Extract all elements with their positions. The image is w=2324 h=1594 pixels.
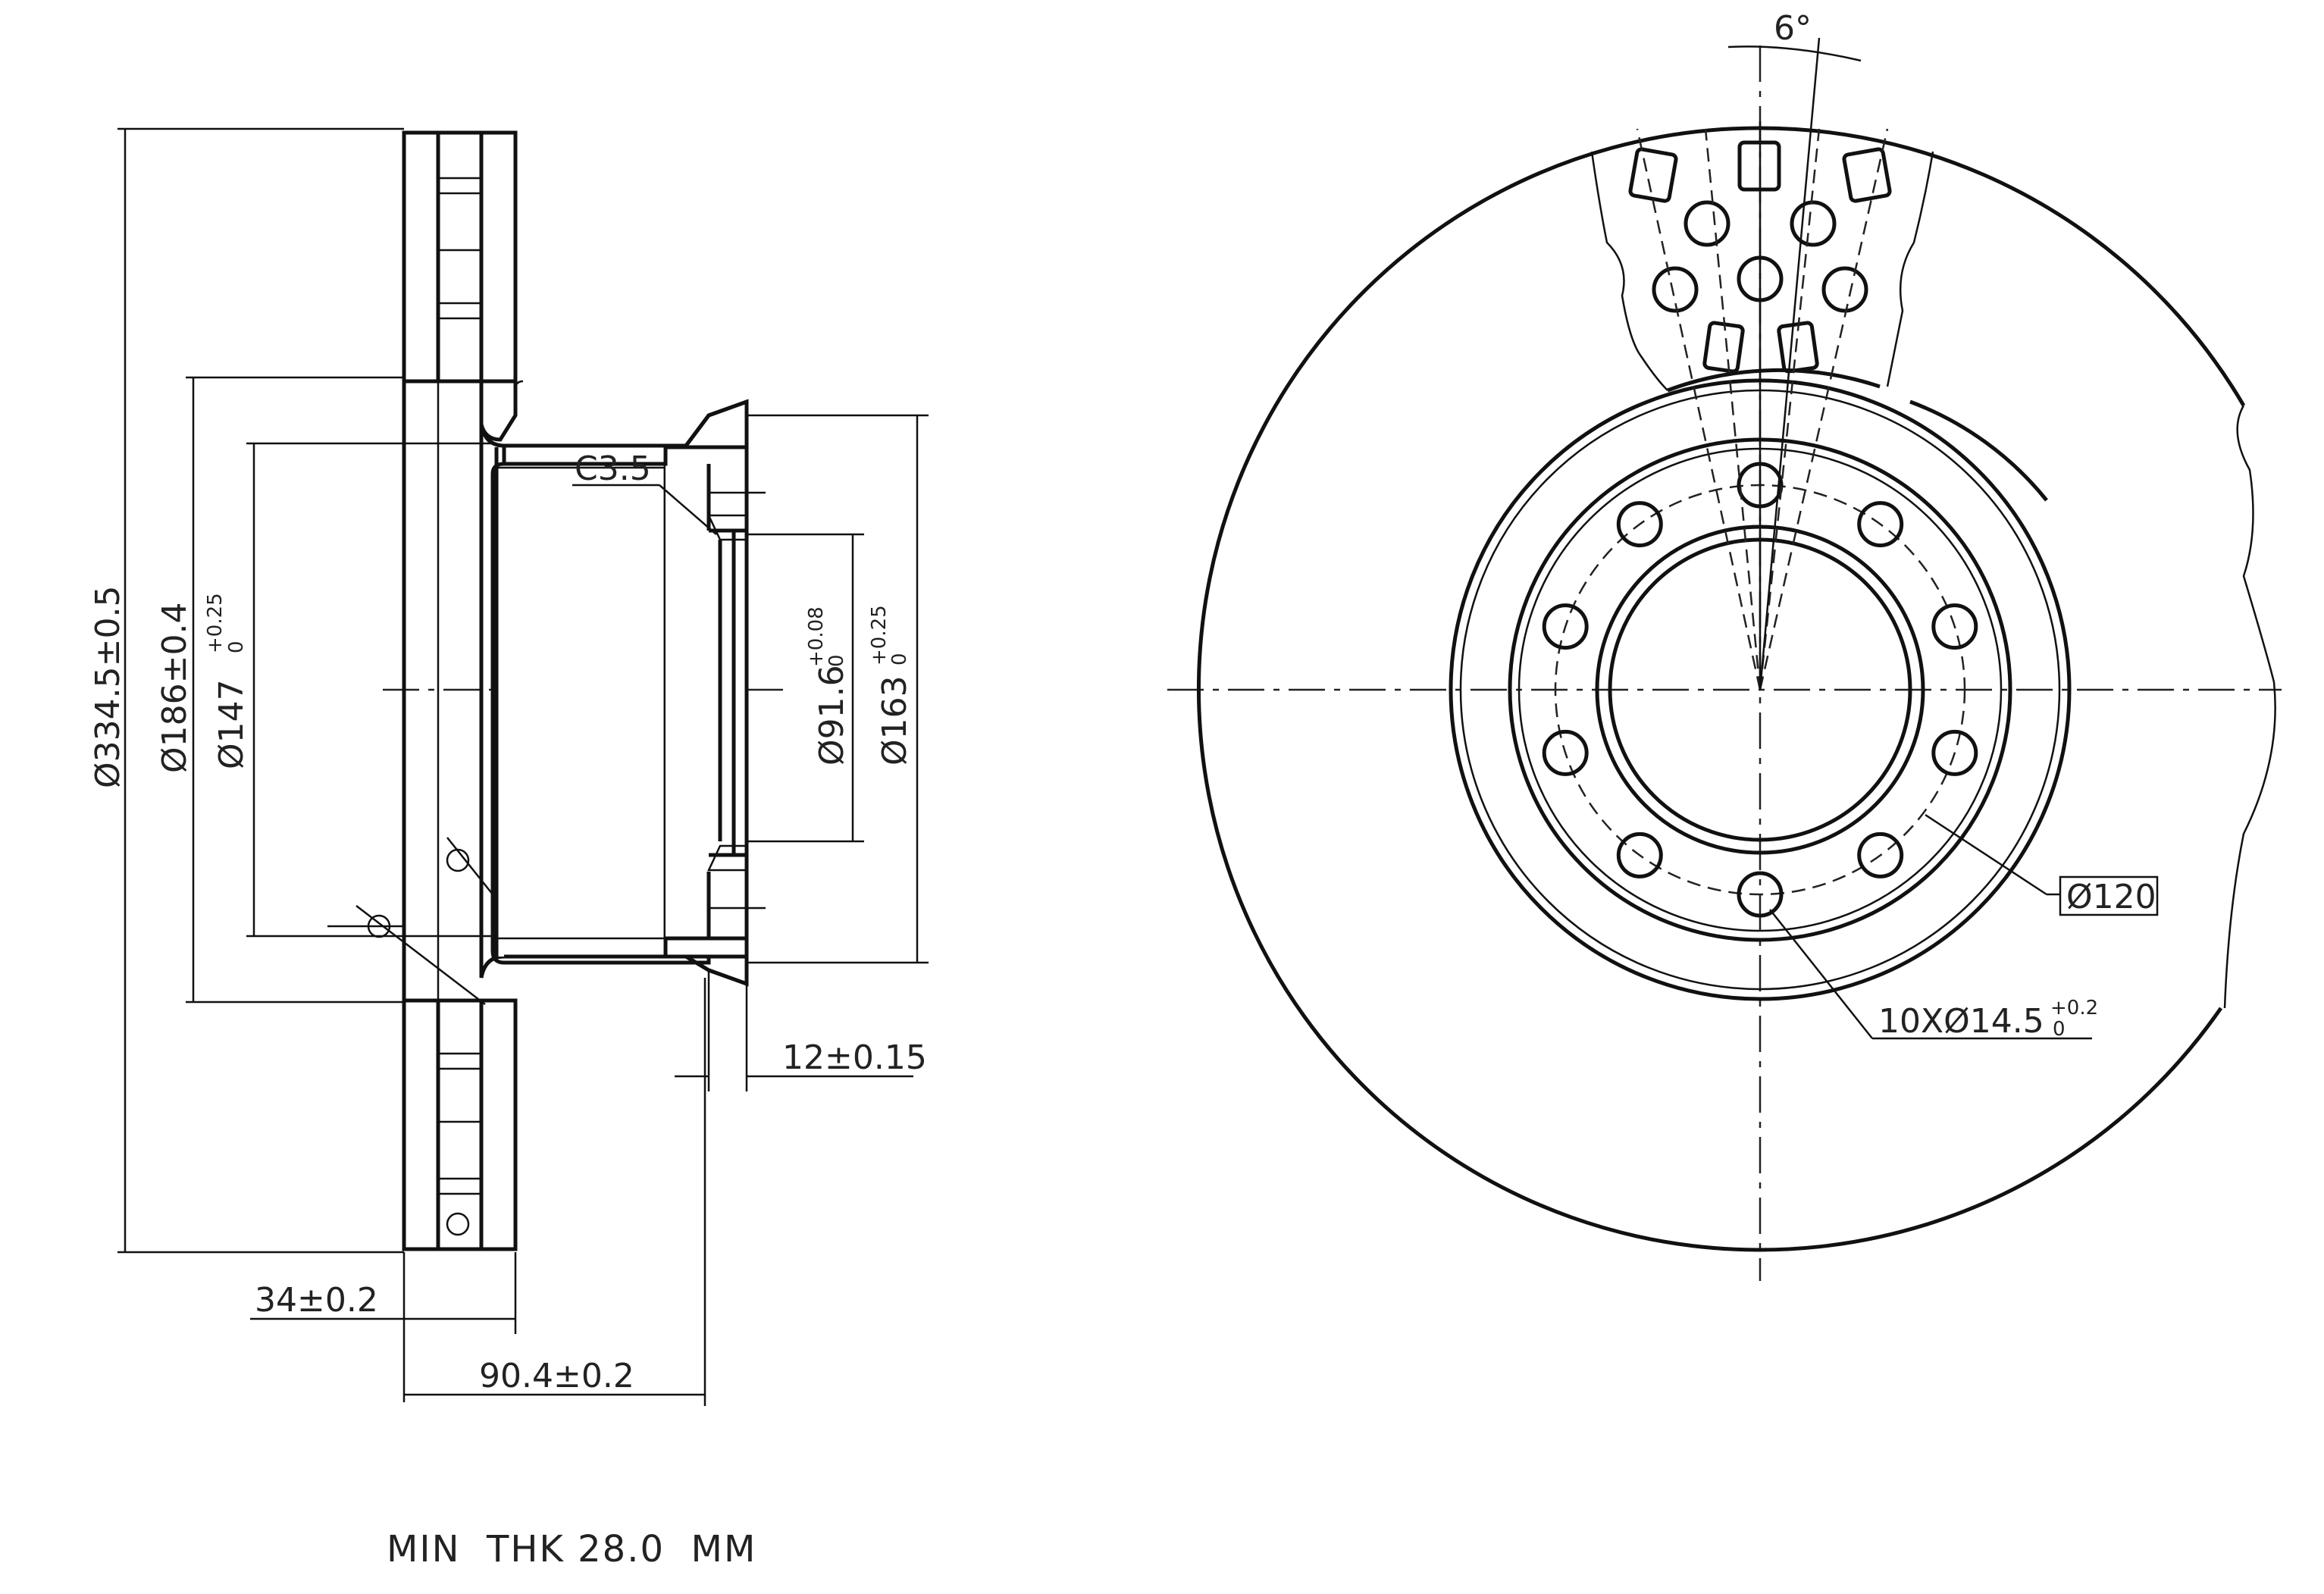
disc-outer-edge [1196, 126, 2246, 1252]
upper-inner-plate [479, 130, 518, 384]
pcd-box [2059, 875, 2159, 916]
front-view: 6° Ø120 10XØ14.5 +0.2 0 [1167, 9, 2282, 1281]
upper-outer-plate [402, 130, 440, 384]
dim-d163: Ø163 [875, 675, 914, 766]
bolt-hole [1857, 501, 1904, 548]
dim-holes-tol-upper: +0.2 [2050, 997, 2098, 1019]
bolt-hole [1931, 603, 1978, 650]
dim-disc-thickness: 34±0.2 [255, 1281, 378, 1320]
dim-flange-thickness: 12±0.15 [782, 1038, 927, 1077]
dim-d91-tol-upper: +0.08 [805, 606, 828, 667]
dim-d91: Ø91.6 [813, 665, 851, 766]
dim-d91-tol-lower: 0 [825, 654, 848, 667]
dim-d186: Ø186±0.4 [155, 603, 194, 773]
lower-inner-plate [479, 998, 518, 1251]
lower-vane-channel [436, 998, 484, 1251]
bolt-hole [1542, 729, 1589, 776]
lower-outer-plate [402, 998, 440, 1251]
bolt-hole [1542, 603, 1589, 650]
dim-angle: 6° [1774, 9, 1812, 48]
dim-chamfer: C3.5 [575, 449, 651, 488]
bolt-holes [1542, 462, 1978, 918]
vent-radial-lines [1636, 37, 1889, 691]
dim-pcd: Ø120 [2066, 878, 2156, 916]
bolt-hole [1616, 501, 1663, 548]
section-view [327, 130, 788, 1251]
dim-overall-height: 90.4±0.2 [479, 1357, 634, 1395]
upper-vane-channel [436, 130, 484, 384]
dim-holes: 10XØ14.5 [1878, 1002, 2044, 1041]
section-dimensions: Ø334.5±0.5 Ø186±0.4 Ø147 +0.25 0 Ø91.6 +… [89, 127, 929, 1406]
dim-d147-tol-upper: +0.25 [204, 593, 227, 653]
dim-d163-tol-lower: 0 [888, 653, 911, 665]
vent-pattern [1628, 140, 1892, 374]
dim-outer-diameter: Ø334.5±0.5 [89, 586, 127, 788]
dim-d163-tol-upper: +0.25 [868, 605, 891, 665]
bolt-hole [1737, 871, 1784, 918]
dim-d147-tol-lower: 0 [225, 640, 248, 653]
bolt-hole [1857, 831, 1904, 878]
dim-holes-tol-lower: 0 [2053, 1018, 2066, 1041]
min-thickness-note: MIN THK 28.0 MM [387, 1528, 756, 1571]
dim-d147: Ø147 [212, 679, 251, 769]
bolt-hole [1931, 729, 1978, 776]
bolt-hole [1616, 831, 1663, 878]
